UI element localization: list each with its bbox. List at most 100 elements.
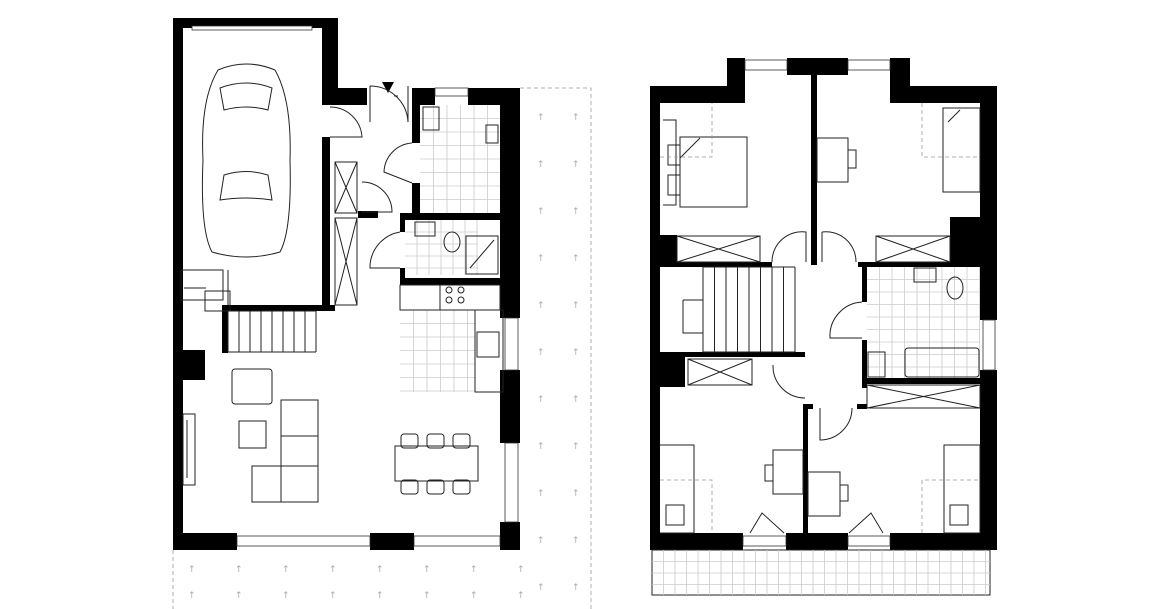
grass-icon: ↑ bbox=[517, 565, 525, 575]
wall bbox=[787, 58, 848, 75]
grass-icon: ↑ bbox=[329, 565, 337, 575]
grass-icon: ↑ bbox=[572, 113, 580, 123]
grass-icon: ↑ bbox=[537, 395, 545, 405]
wall bbox=[862, 340, 867, 388]
walls bbox=[650, 58, 997, 550]
wall bbox=[412, 88, 435, 105]
counter-right bbox=[474, 309, 504, 393]
sofa bbox=[251, 399, 319, 503]
staircase bbox=[702, 266, 796, 353]
stair-steps bbox=[702, 266, 796, 353]
grass-icon: ↑ bbox=[572, 489, 580, 499]
doors bbox=[771, 231, 863, 441]
bedroom-3-door bbox=[772, 364, 806, 399]
grass-icon: ↑ bbox=[423, 591, 431, 601]
wall bbox=[980, 370, 997, 550]
garage-door bbox=[329, 106, 363, 138]
grass-icon: ↑ bbox=[537, 442, 545, 452]
wc-door bbox=[369, 231, 401, 269]
wall bbox=[400, 268, 405, 285]
grass-icon: ↑ bbox=[537, 254, 545, 264]
toilet bbox=[946, 276, 964, 300]
grass-icon: ↑ bbox=[537, 301, 545, 311]
grass-icon: ↑ bbox=[572, 536, 580, 546]
wall bbox=[727, 58, 745, 103]
wall bbox=[803, 405, 808, 535]
double-bed bbox=[663, 119, 748, 208]
wall bbox=[650, 86, 660, 550]
grass-icon: ↑ bbox=[329, 591, 337, 601]
wall bbox=[173, 18, 183, 550]
wall bbox=[370, 533, 414, 550]
bedroom-2-door bbox=[821, 231, 857, 263]
grass-icon: ↑ bbox=[537, 113, 545, 123]
window bbox=[413, 535, 501, 547]
grass-icon: ↑ bbox=[235, 565, 243, 575]
grass-icon: ↑ bbox=[537, 207, 545, 217]
single-bed bbox=[943, 444, 981, 534]
walls bbox=[173, 18, 520, 550]
grass-icon: ↑ bbox=[423, 565, 431, 575]
wardrobe bbox=[676, 235, 761, 263]
closet bbox=[334, 161, 358, 306]
grass-icon: ↑ bbox=[537, 160, 545, 170]
washing-machine bbox=[422, 106, 440, 131]
garden-boundary bbox=[172, 87, 592, 609]
wall bbox=[322, 18, 338, 105]
grass-icon: ↑ bbox=[572, 442, 580, 452]
balcony bbox=[651, 549, 991, 596]
garage-stairs bbox=[180, 269, 229, 305]
grass-icon: ↑ bbox=[282, 591, 290, 601]
entrance-door bbox=[369, 85, 409, 123]
wardrobe bbox=[866, 384, 981, 409]
bathroom-door bbox=[383, 142, 413, 184]
grass-icon: ↑ bbox=[572, 301, 580, 311]
wall bbox=[222, 305, 335, 311]
wall bbox=[786, 533, 848, 550]
bedroom-4-door bbox=[819, 407, 853, 441]
single-bed bbox=[942, 107, 981, 193]
wall bbox=[857, 404, 867, 409]
stove-icon bbox=[445, 286, 465, 304]
balcony-railing bbox=[651, 549, 991, 596]
grass-icon: ↑ bbox=[470, 591, 478, 601]
furniture bbox=[660, 103, 981, 534]
window bbox=[191, 25, 313, 31]
wall bbox=[358, 211, 378, 218]
single-bed bbox=[660, 444, 695, 534]
wall bbox=[980, 86, 997, 320]
toilet bbox=[443, 231, 461, 253]
desk bbox=[764, 449, 804, 495]
grass-icon: ↑ bbox=[188, 565, 196, 575]
triangle-down-icon bbox=[382, 82, 394, 93]
grass-icon: ↑ bbox=[572, 160, 580, 170]
grass-icon: ↑ bbox=[376, 591, 384, 601]
stair-steps bbox=[227, 310, 317, 353]
tv bbox=[182, 413, 196, 486]
window bbox=[847, 59, 891, 71]
wall bbox=[660, 262, 772, 267]
chairs bbox=[400, 433, 471, 495]
balcony-door bbox=[742, 535, 787, 547]
grass-icon: ↑ bbox=[572, 395, 580, 405]
window bbox=[504, 442, 519, 523]
desk bbox=[816, 137, 857, 183]
window bbox=[982, 319, 996, 371]
grass-icon: ↑ bbox=[517, 591, 525, 601]
wall bbox=[500, 88, 520, 318]
tile-grid bbox=[400, 310, 475, 392]
closet-door bbox=[361, 181, 393, 213]
furniture bbox=[180, 63, 504, 503]
grass-icon: ↑ bbox=[235, 591, 243, 601]
upper-floor-plan bbox=[650, 58, 997, 596]
wall bbox=[867, 378, 980, 384]
window bbox=[504, 317, 519, 371]
wall bbox=[890, 533, 997, 550]
wall bbox=[950, 217, 980, 267]
coffee-table bbox=[238, 420, 267, 449]
bathroom-door bbox=[829, 301, 863, 339]
grass-icon: ↑ bbox=[470, 565, 478, 575]
window bbox=[744, 59, 788, 71]
wall bbox=[400, 278, 500, 285]
car bbox=[201, 63, 291, 258]
